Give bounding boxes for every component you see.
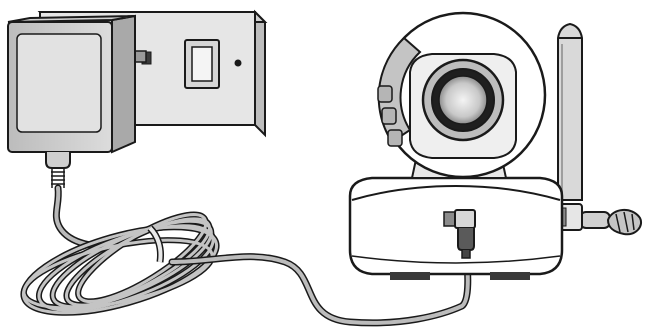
antenna-icon bbox=[556, 24, 641, 234]
power-adapter-icon bbox=[8, 16, 146, 188]
screw-icon bbox=[235, 60, 242, 67]
switch-icon bbox=[185, 40, 219, 88]
baby-monitor-camera-icon bbox=[350, 13, 562, 280]
